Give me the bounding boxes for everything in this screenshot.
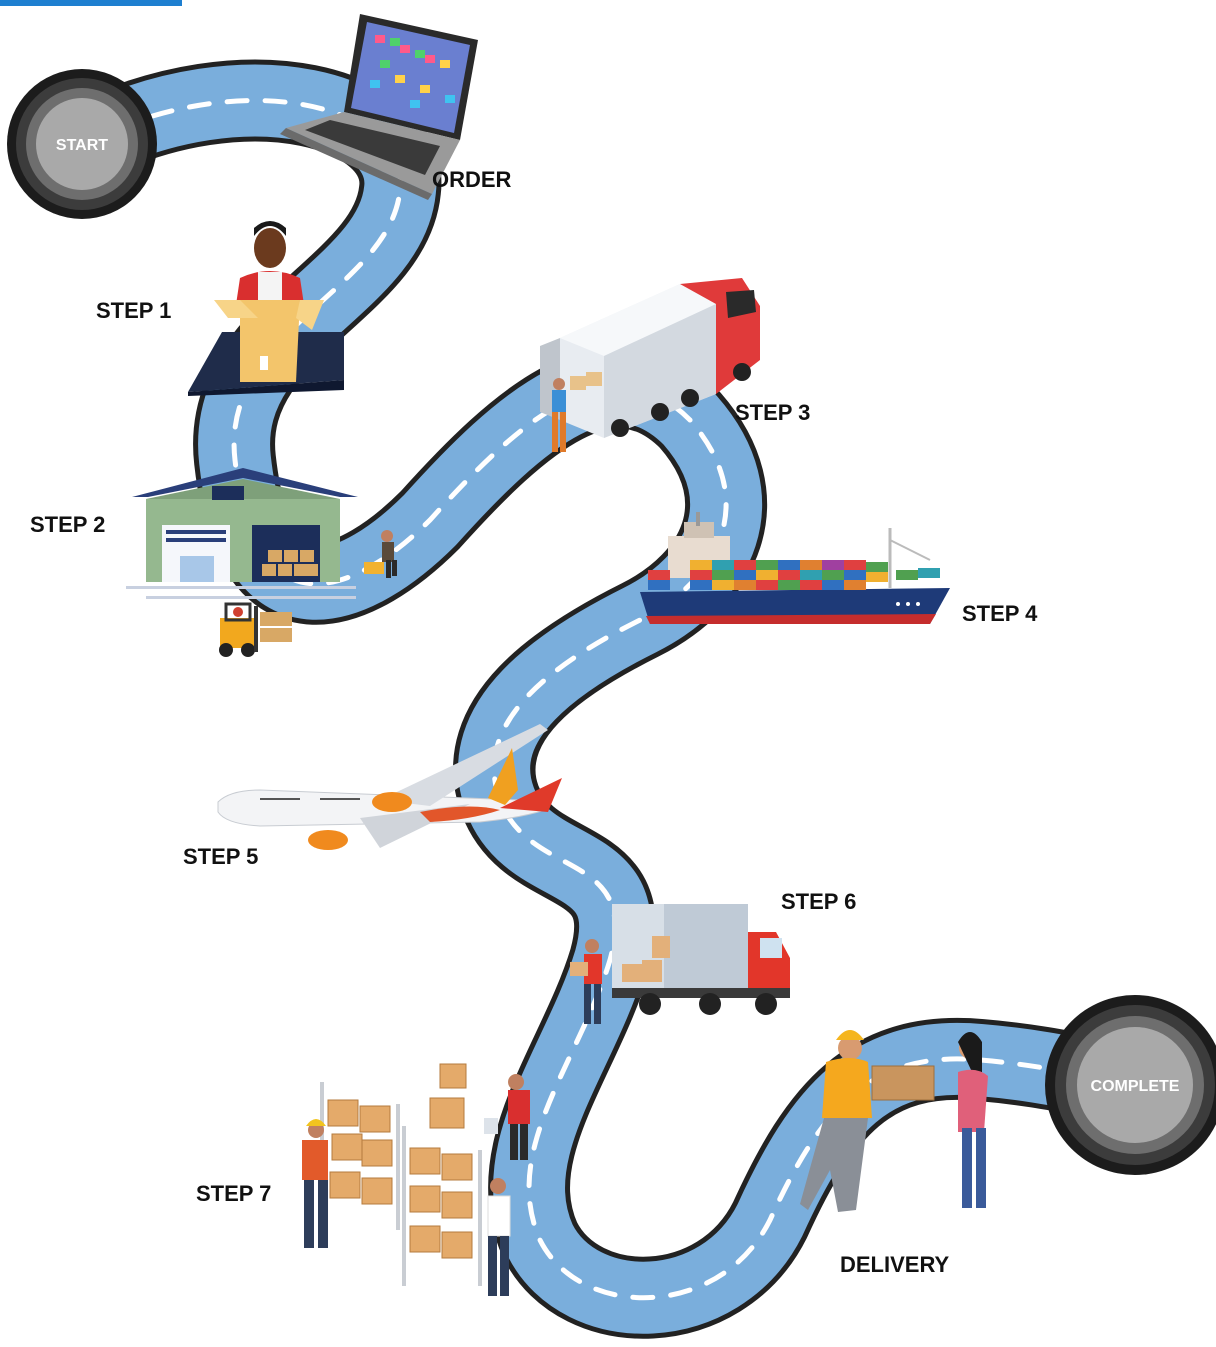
step-5-label: STEP 5 bbox=[183, 844, 258, 869]
packer-icon bbox=[188, 221, 344, 396]
step-3-label: STEP 3 bbox=[735, 400, 810, 425]
complete-label: COMPLETE bbox=[1091, 1078, 1180, 1095]
airplane-icon bbox=[217, 724, 562, 850]
order-label: ORDER bbox=[432, 167, 512, 192]
laptop-icon bbox=[280, 14, 478, 200]
step-7-label: STEP 7 bbox=[196, 1181, 271, 1206]
complete-pin: COMPLETE bbox=[1045, 995, 1216, 1175]
truck-icon bbox=[540, 278, 760, 452]
delivery-label: DELIVERY bbox=[840, 1252, 950, 1277]
warehouse-worker-icon bbox=[302, 1074, 530, 1296]
step-1-label: STEP 1 bbox=[96, 298, 171, 323]
delivery-truck-icon bbox=[570, 904, 790, 1024]
courier-handover-icon bbox=[800, 1030, 988, 1212]
warehouse-icon bbox=[126, 468, 358, 599]
pallet-rack-icon bbox=[320, 1063, 482, 1286]
pallet-worker-icon bbox=[364, 530, 397, 578]
step-labels: ORDER STEP 1 STEP 2 STEP 3 STEP 4 STEP 5… bbox=[30, 167, 1038, 1277]
start-pin: START bbox=[7, 69, 157, 219]
start-label: START bbox=[56, 137, 108, 154]
cargo-ship-icon bbox=[640, 512, 950, 624]
corner-accent-bar bbox=[0, 0, 182, 6]
step-6-label: STEP 6 bbox=[781, 889, 856, 914]
step-4-label: STEP 4 bbox=[962, 601, 1038, 626]
forklift-icon bbox=[219, 602, 292, 657]
step-2-label: STEP 2 bbox=[30, 512, 105, 537]
